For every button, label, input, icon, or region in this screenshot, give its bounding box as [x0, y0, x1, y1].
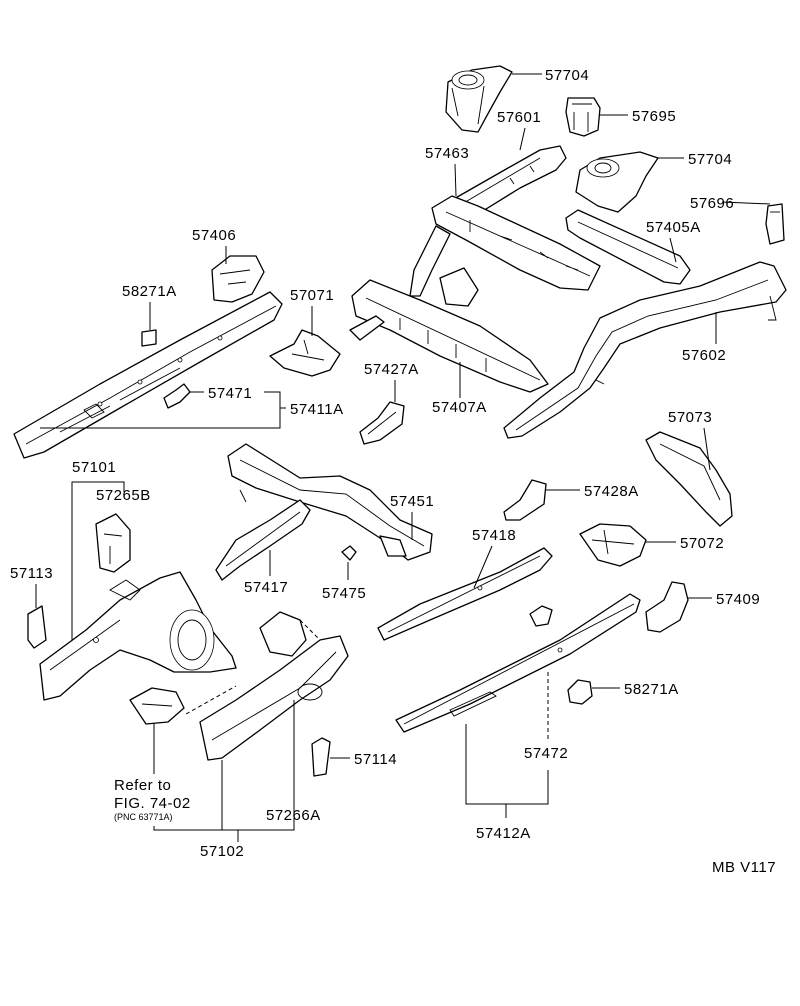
part-57418	[377, 547, 553, 641]
part-57602	[503, 261, 787, 439]
part-57428a	[503, 479, 547, 521]
part-57409	[645, 581, 689, 633]
part-58271a-bottom	[567, 679, 593, 705]
part-57113	[27, 605, 47, 649]
label-57114: 57114	[354, 751, 397, 768]
label-57601: 57601	[497, 109, 541, 126]
label-57411a: 57411A	[290, 401, 344, 418]
part-reference-plate	[129, 687, 185, 725]
reference-line1: Refer to	[114, 777, 171, 794]
part-57072	[579, 523, 647, 567]
label-58271a-top: 58271A	[122, 283, 177, 300]
label-57266a: 57266A	[266, 807, 321, 824]
label-57417: 57417	[244, 579, 288, 596]
part-57114	[311, 737, 331, 777]
label-57071: 57071	[290, 287, 334, 304]
label-57073: 57073	[668, 409, 712, 426]
label-57265b: 57265B	[96, 487, 151, 504]
part-57704-upper	[445, 65, 513, 133]
part-57265b	[95, 513, 131, 573]
part-57411a	[13, 291, 283, 459]
part-57102	[199, 635, 349, 761]
label-57427a: 57427A	[364, 361, 419, 378]
part-57472	[529, 605, 553, 627]
part-57405a	[565, 209, 691, 285]
label-57409: 57409	[716, 591, 760, 608]
label-57451: 57451	[390, 493, 434, 510]
label-57412a: 57412A	[476, 825, 531, 842]
label-57072: 57072	[680, 535, 724, 552]
part-57073	[645, 431, 733, 527]
part-57695	[565, 97, 601, 137]
label-57696: 57696	[690, 195, 734, 212]
label-57102: 57102	[200, 843, 244, 860]
part-57475	[341, 545, 357, 561]
label-57695: 57695	[632, 108, 676, 125]
label-57428a: 57428A	[584, 483, 639, 500]
reference-line2: FIG. 74-02	[114, 795, 191, 812]
label-57602: 57602	[682, 347, 726, 364]
part-57101	[39, 571, 237, 701]
label-57101: 57101	[72, 459, 116, 476]
label-57704-upper: 57704	[545, 67, 589, 84]
label-57475: 57475	[322, 585, 366, 602]
label-57418: 57418	[472, 527, 516, 544]
part-57451	[227, 443, 433, 561]
part-58271a-top	[141, 329, 157, 347]
figure-code: MB V117	[712, 859, 776, 876]
part-57406	[211, 255, 265, 303]
part-57412a	[395, 593, 641, 733]
label-57463: 57463	[425, 145, 469, 162]
part-57696	[765, 203, 785, 245]
label-57113: 57113	[10, 565, 53, 582]
part-57417	[215, 499, 311, 581]
part-57463-crossmember	[409, 195, 601, 297]
label-58271a-bottom: 58271A	[624, 681, 679, 698]
part-57071	[269, 329, 341, 377]
reference-line3: (PNC 63771A)	[114, 812, 173, 822]
part-57471	[163, 383, 191, 409]
label-57407a: 57407A	[432, 399, 487, 416]
part-57704-lower	[575, 151, 659, 213]
label-57406: 57406	[192, 227, 236, 244]
label-57704-lower: 57704	[688, 151, 732, 168]
part-57407a	[349, 267, 549, 393]
part-57601	[451, 145, 567, 215]
label-57471: 57471	[208, 385, 252, 402]
label-57405a: 57405A	[646, 219, 701, 236]
part-57266a	[259, 611, 307, 657]
label-57472: 57472	[524, 745, 568, 762]
part-57427a	[359, 401, 405, 445]
